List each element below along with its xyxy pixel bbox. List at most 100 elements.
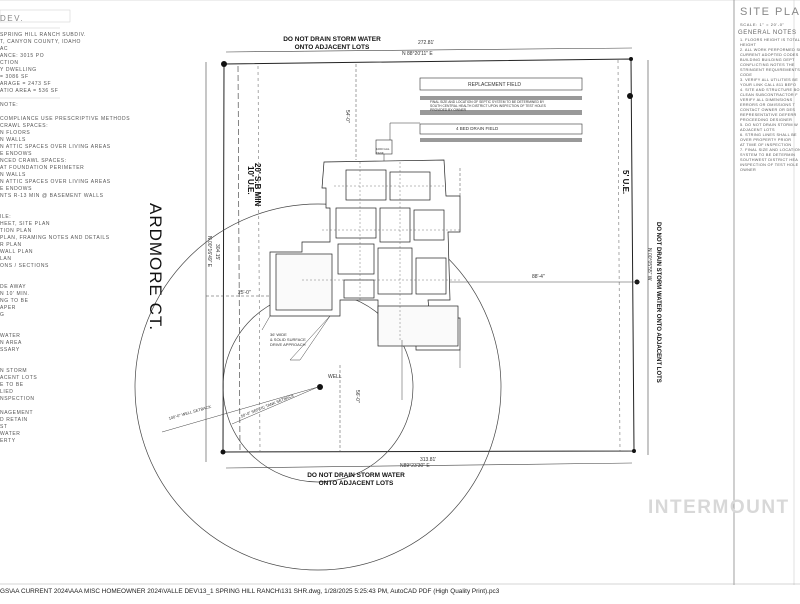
note-line: APER: [0, 305, 17, 311]
left-notes-column: SPRING HILL RANCH SUBDIV.T, CANYON COUNT…: [0, 32, 130, 445]
right-easement-label: 5' U.E.: [621, 170, 630, 195]
note-line: ILE:: [0, 214, 12, 220]
note-line: ARAGE = 2473 SF: [0, 81, 52, 87]
note-line: 3. VERIFY ALL UTILITIES BE: [740, 78, 799, 82]
left-distance: 304.15': [214, 244, 220, 261]
top-distance: 272.81': [418, 40, 435, 46]
note-line: N FLOORS: [0, 130, 31, 136]
note-line: N 10' MIN.: [0, 291, 30, 297]
dim-25: 25'-0": [238, 290, 251, 296]
note-line: N ATTIC SPACES OVER LIVING AREAS: [0, 179, 111, 185]
note-line: 5. DO NOT DRAIN STORM W: [740, 123, 799, 127]
note-line: N AREA: [0, 340, 22, 346]
note-line: G: [0, 312, 5, 318]
note-line: REPRESENTATIVE DEFERR: [740, 113, 797, 117]
easement-line-right: [617, 59, 621, 452]
note-line: HEIGHT: [740, 43, 757, 47]
note-line: PROCEEDING DESIGNER: [740, 118, 793, 122]
note-line: ERRORS OR OMISSIONS T: [740, 103, 796, 107]
note-line: [0, 403, 130, 410]
note-line: [0, 270, 130, 277]
note-line: [0, 277, 130, 284]
note-line: E ENDOWS: [0, 186, 33, 192]
note-line: CTION: [0, 60, 19, 66]
note-line: E TO BE: [0, 382, 24, 388]
note-line: [0, 200, 130, 207]
note-line: ATIO AREA = 536 SF: [0, 88, 59, 94]
left-bearing: N 00°16'49" E: [206, 236, 212, 268]
note-line: 1. FLOORS HEIGHT IS TOTAL OF: [740, 38, 800, 42]
left-easement-label: 10' U.E.: [246, 166, 255, 195]
setback-line-left: [237, 65, 241, 452]
note-line: 4. SITE AND STRUCTURE BO: [740, 88, 800, 92]
note-line: [0, 95, 130, 102]
note-line: [0, 354, 130, 361]
note-line: LAN: [0, 256, 12, 262]
dim-56: 56'-0": [354, 390, 360, 403]
note-line: BUILDING BUILDING DEPT: [740, 58, 795, 62]
bottom-bearing: N89°23'30" E: [400, 463, 430, 469]
note-line: COMPLIANCE USE PRESCRIPTIVE METHODS: [0, 116, 131, 122]
file-path-footer: GS\AA CURRENT 2024\AAA MISC HOMEOWNER 20…: [0, 588, 500, 595]
note-line: 6. STRING LINES SHALL BE: [740, 133, 797, 137]
street-name: ARDMORE CT.: [146, 203, 165, 332]
note-line: [0, 326, 130, 333]
note-line: NTS R-13 MIN @ BASEMENT WALLS: [0, 193, 104, 199]
note-line: AT FOUNDATION PERIMETER: [0, 165, 85, 171]
dim-54: 54'-0": [344, 110, 350, 123]
note-line: AT TIME OF INSPECTION: [740, 143, 792, 147]
note-line: HEET, SITE PLAN: [0, 221, 51, 227]
note-line: ONS / SECTIONS: [0, 263, 49, 269]
drain-note-top: DO NOT DRAIN STORM WATER ONTO ADJACENT L…: [283, 36, 381, 51]
note-line: TION PLAN: [0, 228, 32, 234]
note-line: SSARY: [0, 347, 20, 353]
note-line: ACENT LOTS: [0, 375, 38, 381]
dim-88: 88'-4": [532, 274, 545, 280]
sheet-scale: SCALE: 1" = 20'-0": [740, 22, 785, 27]
note-line: STRINGENT REQUIREMENTS: [740, 68, 800, 72]
note-line: NG TO BE: [0, 298, 29, 304]
note-line: SOUTHWEST DISTRICT HEA: [740, 158, 799, 162]
note-line: 2. ALL WORK PERFORMED SHALL: [740, 48, 800, 52]
note-line: CRAWL SPACES:: [0, 123, 49, 129]
note-line: N STORM: [0, 368, 28, 374]
note-line: = 3086 SF: [0, 74, 29, 80]
tank-label: 1000 GAL TANK: [376, 147, 390, 155]
note-line: WATER: [0, 333, 21, 339]
septic-note: FINAL SIZE AND LOCATION OF SEPTIC SYSTEM…: [430, 100, 546, 112]
note-line: [0, 361, 130, 368]
well-setback-circle: [134, 203, 502, 571]
note-line: YOUR LINK CALL 811 BEFO: [740, 83, 797, 87]
note-line: R PLAN: [0, 242, 22, 248]
note-line: PLAN, FRAMING NOTES AND DETAILS: [0, 235, 110, 241]
drain-field-box: [419, 123, 583, 135]
well-label: WELL: [328, 374, 342, 380]
left-sheet-title: DEV.: [0, 14, 24, 23]
right-bearing: N 00°05'55" W: [646, 248, 652, 281]
note-line: ADJACENT LOTS: [740, 128, 775, 132]
note-line: SYSTEM TO BE DETERMIN: [740, 153, 796, 157]
note-line: CLEAN SUBCONTRACTOR F: [740, 93, 798, 97]
note-line: N WALLS: [0, 172, 26, 178]
note-line: CONFLICTING NOTES THE: [740, 63, 795, 67]
top-bearing: N 88°20'11" E: [402, 51, 433, 57]
drain-field-label: 4 BED DRAIN FIELD: [456, 126, 499, 131]
note-line: OWNER: [740, 168, 757, 172]
note-line: D RETAIN: [0, 417, 28, 423]
right-sheet-title: SITE PLA: [740, 6, 800, 18]
well-marker: [317, 384, 323, 390]
note-line: WATER: [0, 431, 21, 437]
note-line: LIED: [0, 389, 14, 395]
note-line: N ATTIC SPACES OVER LIVING AREAS: [0, 144, 111, 150]
note-line: CONTACT OWNER OR DES: [740, 108, 796, 112]
watermark: INTERMOUNT: [648, 497, 790, 518]
note-line: ST: [0, 424, 8, 430]
note-line: NAGEMENT: [0, 410, 34, 416]
note-line: [0, 109, 130, 116]
note-line: SPRING HILL RANCH SUBDIV.: [0, 32, 87, 38]
note-line: N WALLS: [0, 137, 26, 143]
note-line: VERIFY ALL DIMENSIONS: [740, 98, 793, 102]
